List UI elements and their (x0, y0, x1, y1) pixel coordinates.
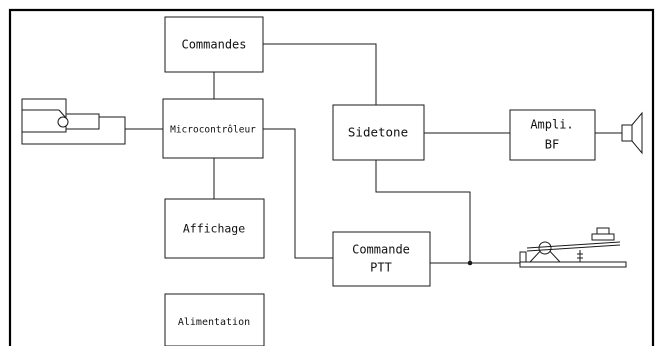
block-affichage: Affichage (164, 198, 265, 259)
diagram-frame (8, 8, 655, 346)
block-ampli-label-2: BF (545, 138, 559, 152)
wire-micro-ptt (263, 128, 333, 259)
wire-sidetone-junction (375, 160, 471, 263)
block-ptt-label-2: PTT (370, 261, 392, 275)
block-affichage-label: Affichage (183, 222, 245, 236)
block-microcontroleur: Microcontrôleur (162, 98, 264, 159)
loudspeaker-icon (621, 111, 643, 155)
straight-key-icon (519, 227, 627, 268)
block-microcontroleur-label: Microcontrôleur (170, 125, 256, 136)
block-alimentation: Alimentation (164, 293, 265, 346)
morse-paddle-icon (21, 98, 126, 145)
block-commandes: Commandes (164, 16, 264, 73)
block-ampli-bf: Ampli. BF (509, 109, 596, 161)
junction-dot (467, 260, 473, 266)
connections (125, 43, 622, 266)
wire-commandes-sidetone (263, 43, 377, 105)
block-ptt-label-1: Commande (352, 243, 410, 257)
block-alimentation-label: Alimentation (178, 317, 250, 328)
block-ampli-label-1: Ampli. (530, 118, 573, 132)
block-sidetone-label: Sidetone (348, 125, 408, 140)
block-commandes-label: Commandes (181, 38, 246, 52)
block-commande-ptt: Commande PTT (332, 231, 431, 287)
block-sidetone: Sidetone (332, 104, 425, 161)
